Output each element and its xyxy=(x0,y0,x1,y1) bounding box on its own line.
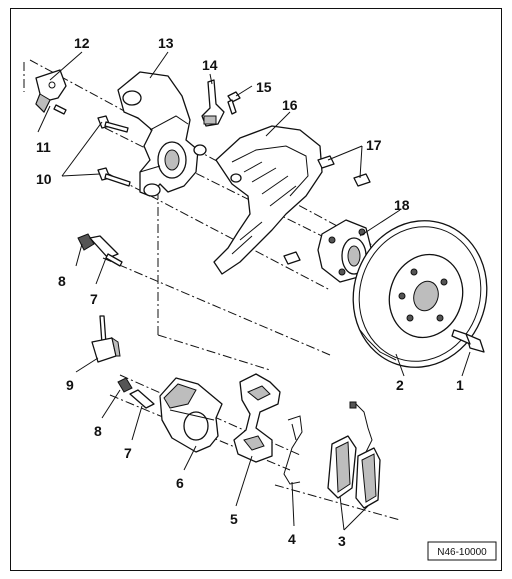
callout-9: 9 xyxy=(66,377,74,393)
brake-caliper-6 xyxy=(159,377,223,453)
callout-18: 18 xyxy=(394,197,410,213)
bolts-10 xyxy=(97,115,131,187)
wheel-bearing-housing-13 xyxy=(117,71,207,197)
callout-3: 3 xyxy=(338,533,346,549)
splash-shield-16 xyxy=(213,125,323,275)
callout-10: 10 xyxy=(36,171,52,187)
leader-lines xyxy=(37,51,471,531)
bracket-12 xyxy=(35,69,67,113)
reference-code: N46-10000 xyxy=(437,547,487,558)
brake-carrier-5 xyxy=(233,373,281,463)
callout-6: 6 xyxy=(176,475,184,491)
speed-sensor-14 xyxy=(201,79,225,127)
callout-5: 5 xyxy=(230,511,238,527)
callout-17: 17 xyxy=(366,137,382,153)
callout-1: 1 xyxy=(456,377,464,393)
guide-pin-7b xyxy=(129,389,155,409)
callout-11: 11 xyxy=(36,139,51,155)
bleeder-9 xyxy=(91,315,121,363)
callout-2: 2 xyxy=(396,377,404,393)
callout-7-upper: 7 xyxy=(90,291,98,307)
screw-11 xyxy=(53,104,67,115)
callout-12: 12 xyxy=(74,35,90,51)
callout-numbers: 1 2 3 4 5 6 7 7 8 8 9 10 11 12 13 14 15 … xyxy=(36,35,464,549)
callout-14: 14 xyxy=(202,57,218,73)
retaining-spring-4 xyxy=(283,415,303,485)
brake-pads-3 xyxy=(327,401,381,509)
screw-1 xyxy=(451,329,485,353)
callout-7-lower: 7 xyxy=(124,445,132,461)
callout-16: 16 xyxy=(282,97,298,113)
reference-code-box: N46-10000 xyxy=(427,541,497,561)
guide-bolt-8b xyxy=(117,377,133,393)
guide-pin-7a xyxy=(89,235,123,267)
callout-15: 15 xyxy=(256,79,272,95)
callout-8-lower: 8 xyxy=(94,423,102,439)
callout-8-upper: 8 xyxy=(58,273,66,289)
screw-15 xyxy=(227,91,241,115)
guide-bolt-8a xyxy=(77,233,95,251)
callout-4: 4 xyxy=(288,531,296,547)
callout-13: 13 xyxy=(158,35,174,51)
